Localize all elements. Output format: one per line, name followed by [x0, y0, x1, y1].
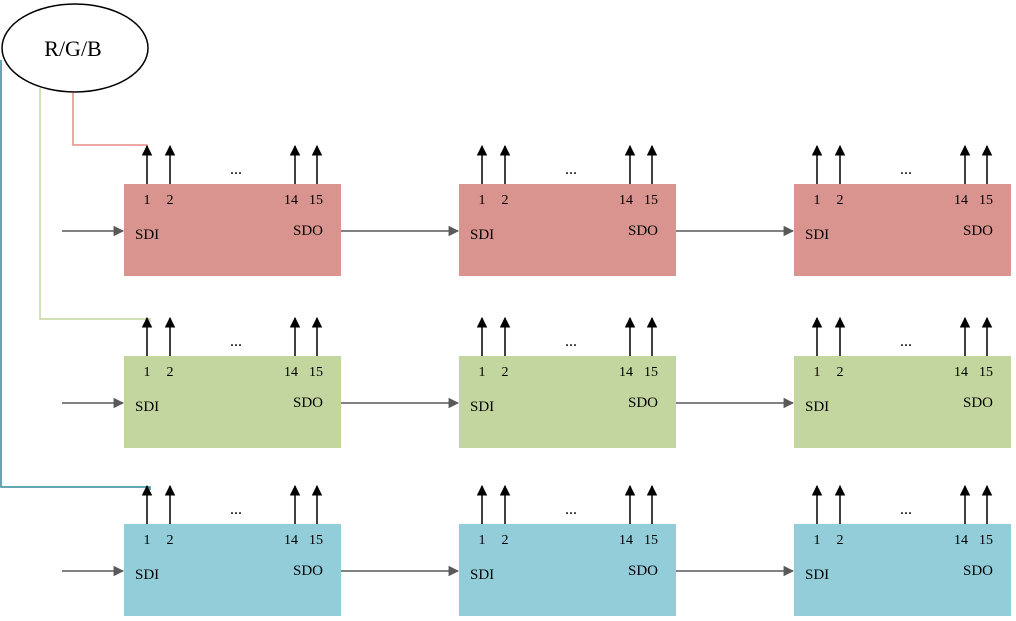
- driver-chip-blue-2: 1 2 14 15... SDI SDO: [459, 484, 676, 616]
- pin-label: 15: [644, 193, 658, 208]
- pin-label: 15: [979, 533, 993, 548]
- pin-label: 1: [814, 193, 821, 208]
- sdi-label: SDI: [135, 567, 159, 583]
- pin-label: 15: [979, 193, 993, 208]
- chip-body: [124, 356, 341, 448]
- pin-label: 15: [309, 193, 323, 208]
- chip-body: [459, 356, 676, 448]
- pin-label: 15: [644, 533, 658, 548]
- pin-label: 1: [814, 533, 821, 548]
- serial-chain-arrows: [62, 225, 795, 577]
- pin-label: 2: [167, 533, 174, 548]
- sdo-label: SDO: [628, 223, 658, 239]
- pin-label: 2: [502, 193, 509, 208]
- pin-label: 2: [837, 533, 844, 548]
- sdo-label: SDO: [293, 395, 323, 411]
- pin-label: 2: [502, 533, 509, 548]
- pin-label: 15: [979, 365, 993, 380]
- driver-chip-blue-3: 1 2 14 15... SDI SDO: [794, 484, 1011, 616]
- source-wire-red: [72, 93, 148, 148]
- pin-label: 2: [167, 193, 174, 208]
- sdo-label: SDO: [293, 223, 323, 239]
- pin-label: 14: [284, 365, 298, 380]
- pin-label: 14: [619, 365, 633, 380]
- driver-chip-red-1: 1 2 14 15... SDI SDO: [124, 144, 341, 276]
- pin-label: 14: [954, 533, 968, 548]
- pin-label: 14: [619, 533, 633, 548]
- pin-ellipsis: ...: [900, 333, 912, 350]
- sdo-label: SDO: [293, 563, 323, 579]
- driver-chip-green-1: 1 2 14 15... SDI SDO: [124, 316, 341, 448]
- sdo-label: SDO: [628, 563, 658, 579]
- pin-ellipsis: ...: [565, 501, 577, 518]
- sdo-label: SDO: [963, 395, 993, 411]
- pin-label: 1: [144, 365, 151, 380]
- chip-body: [794, 524, 1011, 616]
- sdi-label: SDI: [805, 567, 829, 583]
- sdi-label: SDI: [470, 227, 494, 243]
- sdi-label: SDI: [805, 399, 829, 415]
- pin-ellipsis: ...: [900, 501, 912, 518]
- pin-label: 14: [284, 533, 298, 548]
- pin-label: 2: [502, 365, 509, 380]
- pin-label: 1: [144, 193, 151, 208]
- rgb-source-label: R/G/B: [44, 36, 101, 61]
- driver-chip-green-2: 1 2 14 15... SDI SDO: [459, 316, 676, 448]
- pin-label: 15: [644, 365, 658, 380]
- pin-label: 1: [814, 365, 821, 380]
- pin-label: 1: [479, 193, 486, 208]
- driver-chip-red-2: 1 2 14 15... SDI SDO: [459, 144, 676, 276]
- pin-label: 14: [954, 193, 968, 208]
- pin-ellipsis: ...: [230, 333, 242, 350]
- rgb-source: R/G/B: [1, 3, 149, 93]
- pin-ellipsis: ...: [230, 501, 242, 518]
- sdi-label: SDI: [135, 227, 159, 243]
- pin-label: 14: [619, 193, 633, 208]
- pin-label: 1: [479, 533, 486, 548]
- sdo-label: SDO: [963, 563, 993, 579]
- driver-chip-grid: 1 2 14 15... SDI SDO 1 2 14 15... SDI SDO 1 2 14 15... S…: [124, 144, 1011, 616]
- chip-body: [124, 184, 341, 276]
- pin-ellipsis: ...: [230, 161, 242, 178]
- pin-ellipsis: ...: [900, 161, 912, 178]
- pin-ellipsis: ...: [565, 161, 577, 178]
- sdo-label: SDO: [963, 223, 993, 239]
- pin-label: 14: [954, 365, 968, 380]
- pin-label: 1: [144, 533, 151, 548]
- pin-label: 14: [284, 193, 298, 208]
- pin-ellipsis: ...: [565, 333, 577, 350]
- chip-body: [794, 356, 1011, 448]
- sdi-label: SDI: [470, 567, 494, 583]
- sdo-label: SDO: [628, 395, 658, 411]
- chip-body: [459, 524, 676, 616]
- sdi-label: SDI: [135, 399, 159, 415]
- pin-label: 1: [479, 365, 486, 380]
- pin-label: 15: [309, 365, 323, 380]
- pin-label: 15: [309, 533, 323, 548]
- chip-body: [459, 184, 676, 276]
- rgb-source-ellipse: [1, 3, 149, 93]
- driver-chip-red-3: 1 2 14 15... SDI SDO: [794, 144, 1011, 276]
- chip-body: [124, 524, 341, 616]
- driver-chip-blue-1: 1 2 14 15... SDI SDO: [124, 484, 341, 616]
- pin-label: 2: [167, 365, 174, 380]
- driver-chip-green-3: 1 2 14 15... SDI SDO: [794, 316, 1011, 448]
- pin-label: 2: [837, 193, 844, 208]
- chip-body: [794, 184, 1011, 276]
- sdi-label: SDI: [805, 227, 829, 243]
- sdi-label: SDI: [470, 399, 494, 415]
- pin-label: 2: [837, 365, 844, 380]
